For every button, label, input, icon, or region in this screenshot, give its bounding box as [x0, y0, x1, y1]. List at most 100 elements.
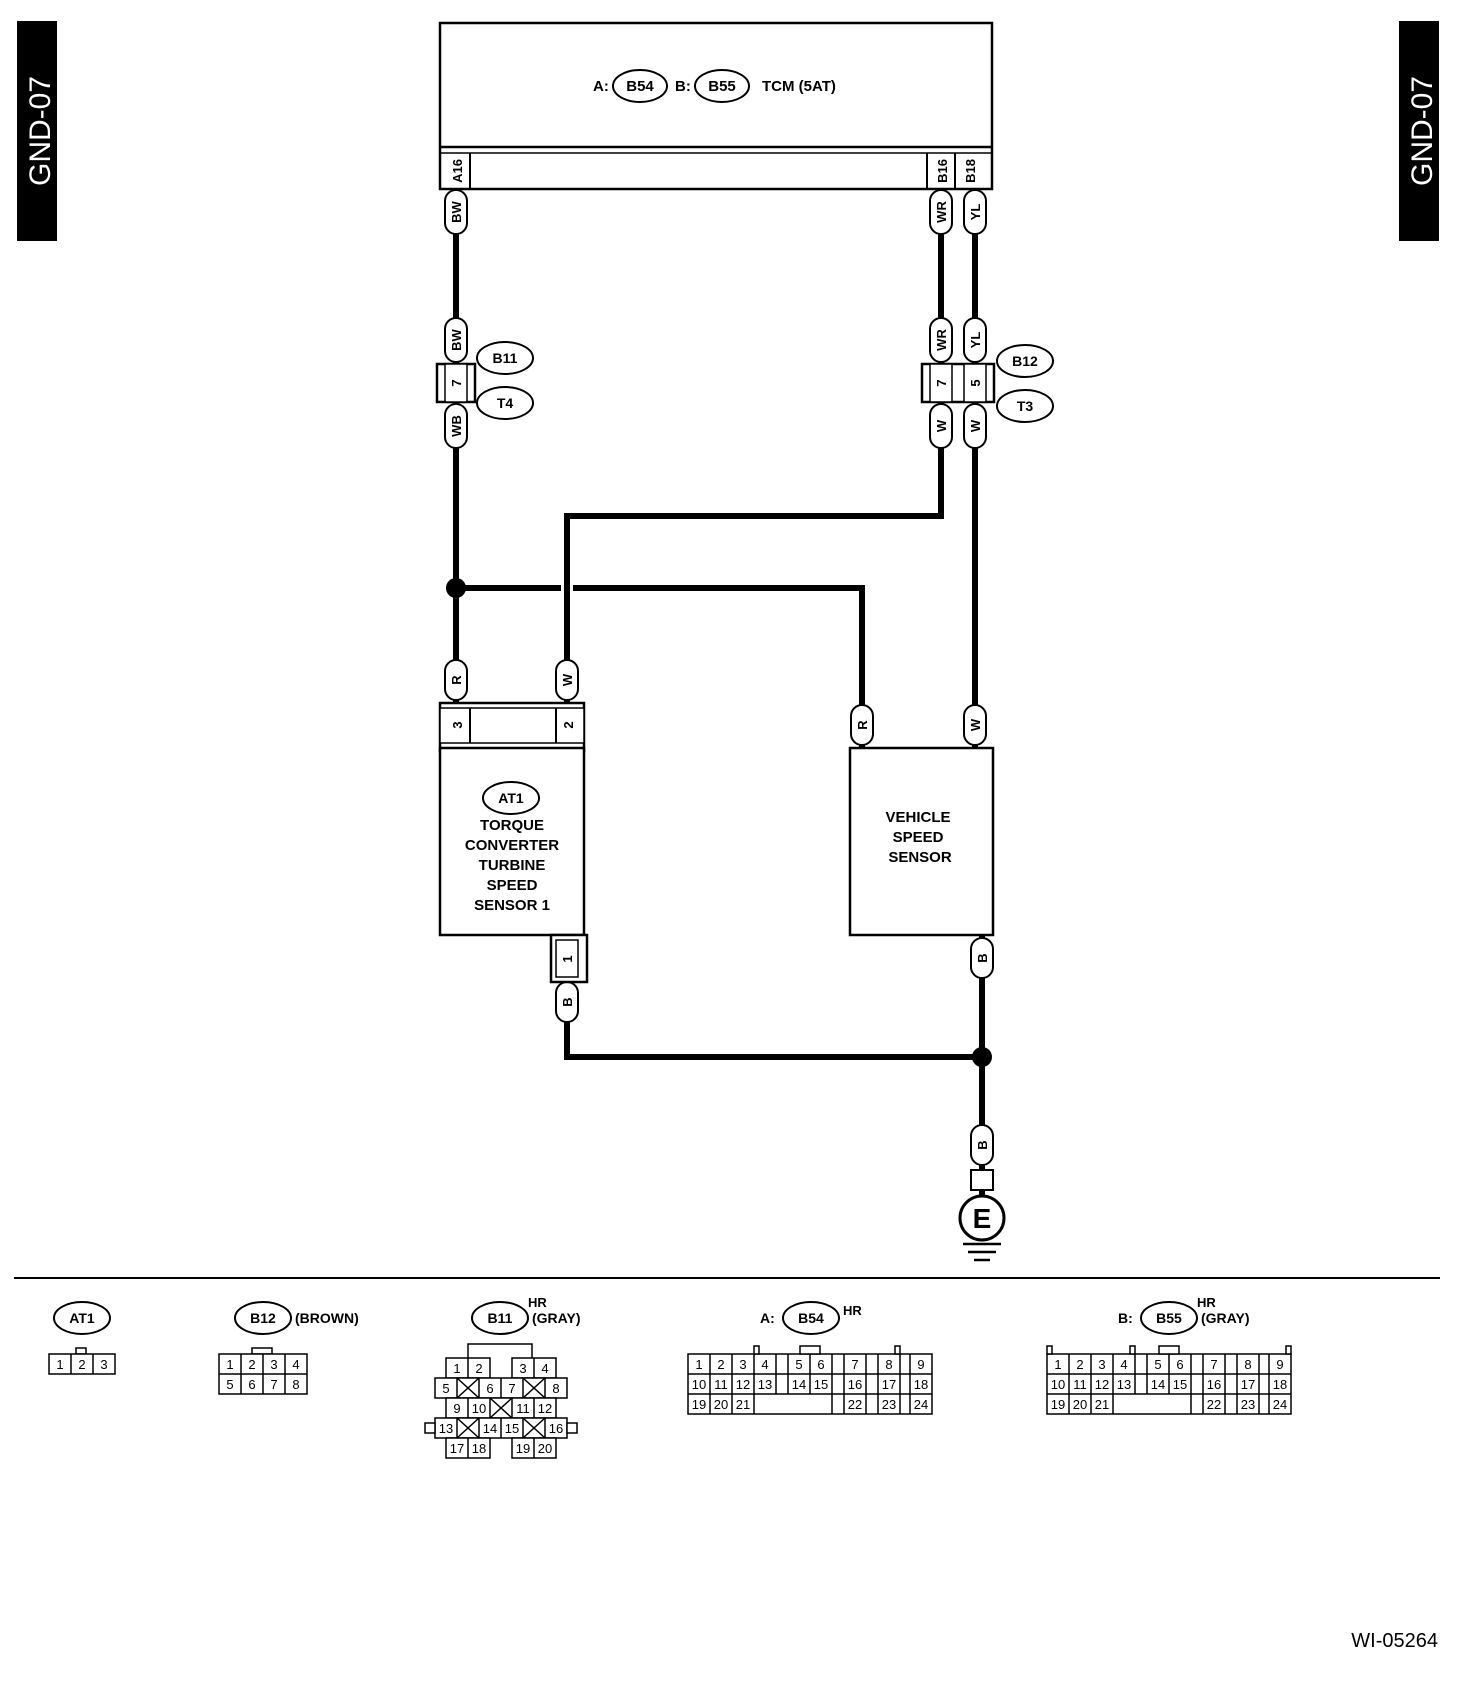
svg-text:15: 15 [1173, 1377, 1187, 1392]
legend-b54-hr: HR [843, 1303, 862, 1318]
svg-text:22: 22 [1207, 1397, 1221, 1412]
svg-text:17: 17 [450, 1441, 464, 1456]
at1-line-2: CONVERTER [465, 837, 559, 854]
legend-b54-badge: B54 [798, 1310, 824, 1326]
legend-b12: B12 (BROWN) 1 2 3 4 5 6 7 8 [218, 1301, 359, 1395]
legend-b55-note: (GRAY) [1201, 1310, 1250, 1326]
tcm-module: A: B54 B: B55 TCM (5AT) A16 B16 B18 [438, 21, 994, 191]
svg-text:3: 3 [1098, 1357, 1105, 1372]
legend-b12-note: (BROWN) [295, 1310, 359, 1326]
legend-b11-hr: HR [528, 1295, 547, 1310]
svg-text:14: 14 [483, 1421, 497, 1436]
inline-right-upper: B12 [1012, 353, 1038, 369]
svg-text:4: 4 [761, 1357, 768, 1372]
svg-text:18: 18 [914, 1377, 928, 1392]
svg-text:7: 7 [508, 1381, 515, 1396]
vss-line-2: SPEED [893, 829, 944, 846]
wire-label-at1-w: W [560, 673, 575, 686]
svg-text:20: 20 [1073, 1397, 1087, 1412]
splice-ground [972, 1047, 992, 1067]
svg-text:2: 2 [1076, 1357, 1083, 1372]
vehicle-speed-sensor: VEHICLE SPEED SENSOR [848, 746, 995, 937]
wire-label-yl-top: YL [968, 204, 983, 221]
tcm-connector-a: B54 [626, 78, 654, 95]
svg-text:2: 2 [717, 1357, 724, 1372]
svg-text:6: 6 [248, 1377, 255, 1392]
svg-text:20: 20 [538, 1441, 552, 1456]
legend-b11: B11 HR (GRAY) [424, 1295, 581, 1459]
svg-text:3: 3 [100, 1357, 107, 1372]
tcm-title: TCM (5AT) [762, 78, 836, 95]
figure-id: WI-05264 [1351, 1630, 1438, 1652]
tcm-pin-b18: B18 [963, 159, 978, 183]
svg-text:21: 21 [1095, 1397, 1109, 1412]
svg-text:3: 3 [270, 1357, 277, 1372]
ground-symbol: E [958, 1169, 1006, 1262]
svg-text:15: 15 [505, 1421, 519, 1436]
legend-b11-note: (GRAY) [532, 1310, 581, 1326]
svg-text:22: 22 [848, 1397, 862, 1412]
wire-label-ground-b: B [975, 1140, 990, 1149]
svg-text:4: 4 [541, 1361, 548, 1376]
svg-text:10: 10 [692, 1377, 706, 1392]
svg-text:3: 3 [519, 1361, 526, 1376]
legend-b55: B: B55 HR (GRAY) [1046, 1295, 1292, 1415]
inline-right-lower: T3 [1017, 398, 1034, 414]
legend-b55-badge: B55 [1156, 1310, 1182, 1326]
wire-label-yl-mid: YL [968, 332, 983, 349]
svg-text:4: 4 [292, 1357, 299, 1372]
tcm-label-b: B: [675, 78, 691, 95]
page-code-right: GND-07 [1406, 76, 1439, 186]
svg-text:21: 21 [736, 1397, 750, 1412]
svg-text:2: 2 [248, 1357, 255, 1372]
svg-text:14: 14 [1151, 1377, 1165, 1392]
svg-text:16: 16 [549, 1421, 563, 1436]
wire-label-wr-top: WR [934, 201, 949, 223]
wire-at1-ground [564, 985, 982, 1060]
svg-text:8: 8 [292, 1377, 299, 1392]
svg-text:24: 24 [1273, 1397, 1287, 1412]
legend-b54-prefix: A: [760, 1310, 775, 1326]
svg-text:8: 8 [885, 1357, 892, 1372]
wire-w-to-at1 [564, 189, 944, 708]
svg-text:12: 12 [538, 1401, 552, 1416]
legend-at1-badge: AT1 [69, 1310, 95, 1326]
at1-badge: AT1 [498, 790, 524, 806]
svg-text:18: 18 [472, 1441, 486, 1456]
svg-text:3: 3 [739, 1357, 746, 1372]
svg-text:12: 12 [736, 1377, 750, 1392]
svg-text:13: 13 [1117, 1377, 1131, 1392]
tcm-pin-b16: B16 [935, 159, 950, 183]
wire-label-w-low-a: W [934, 419, 949, 432]
wire-label-wr-mid: WR [934, 329, 949, 351]
wire-label-bw-top: BW [449, 200, 464, 222]
legend-b54: A: B54 HR [687, 1301, 933, 1415]
svg-text:4: 4 [1120, 1357, 1127, 1372]
ground-label: E [973, 1203, 992, 1234]
svg-text:9: 9 [917, 1357, 924, 1372]
tcm-pin-a16: A16 [450, 159, 465, 183]
svg-text:5: 5 [795, 1357, 802, 1372]
inline-left-lower: T4 [497, 395, 514, 411]
svg-text:2: 2 [78, 1357, 85, 1372]
wire-label-bw-mid: BW [449, 328, 464, 350]
svg-text:5: 5 [226, 1377, 233, 1392]
inline-right-pin-a: 7 [934, 379, 949, 386]
inline-left-pin: 7 [449, 379, 464, 386]
svg-text:7: 7 [851, 1357, 858, 1372]
wire-label-vss-r: R [855, 720, 870, 730]
svg-text:8: 8 [1244, 1357, 1251, 1372]
svg-text:6: 6 [486, 1381, 493, 1396]
svg-text:11: 11 [1073, 1377, 1087, 1392]
svg-text:6: 6 [1176, 1357, 1183, 1372]
svg-text:17: 17 [882, 1377, 896, 1392]
inline-left-upper: B11 [493, 350, 518, 366]
inline-right-pin-b: 5 [968, 379, 983, 386]
svg-text:2: 2 [475, 1361, 482, 1376]
at1-line-5: SENSOR 1 [474, 897, 550, 914]
svg-text:17: 17 [1241, 1377, 1255, 1392]
svg-text:7: 7 [270, 1377, 277, 1392]
wire-label-vss-w: W [968, 718, 983, 731]
svg-text:20: 20 [714, 1397, 728, 1412]
